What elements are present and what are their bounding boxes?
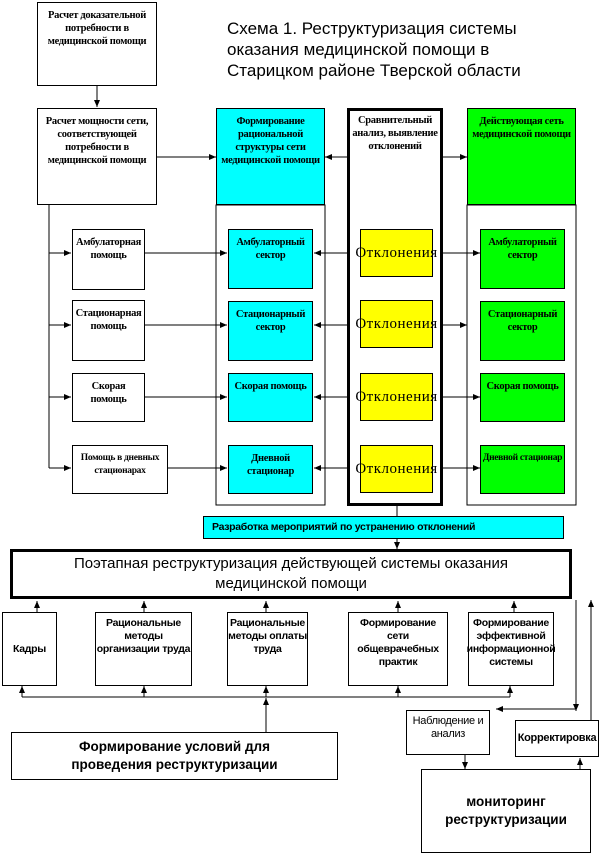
condition-staff: Кадры (2, 612, 57, 686)
care-type-label: Скорая помощь (90, 381, 127, 405)
deviation-box: Отклонения (355, 373, 437, 421)
comparison-label: Сравнительный анализ, выявление отклонен… (352, 115, 438, 152)
network-capacity-label: Расчет мощности сети, соответствующей по… (45, 116, 149, 166)
observation-box: Наблюдение и анализ (406, 710, 490, 755)
existing-sector-label: Дневной стационар (482, 453, 563, 463)
condition-label: Формирование эффективной информационной … (466, 617, 556, 668)
measures-box: Разработка мероприятий по устранению отк… (203, 516, 564, 539)
existing-network-label: Действующая сеть медицинской помощи (472, 116, 571, 140)
care-type-label: Стационарная помощь (75, 308, 142, 332)
diagram-title: Схема 1. Реструктуризация системы оказан… (227, 19, 521, 80)
condition-label: Рациональные методы оплаты труда (228, 617, 307, 655)
deviation-label: Отклонения (355, 460, 438, 477)
deviation-box: Отклонения (355, 229, 437, 277)
condition-gp-network: Формирование сети общеврачебных практик (348, 612, 448, 686)
evidence-need-label: Расчет доказательной потребности в медиц… (47, 10, 147, 47)
care-type-inpatient: Стационарная помощь (72, 300, 145, 361)
existing-sector-day-hospital: Дневной стационар (480, 445, 565, 494)
care-type-day-hospital: Помощь в дневных стационарах (72, 445, 168, 494)
rational-sector-label: Амбулаторный сектор (236, 237, 305, 261)
existing-sector-ambulatory: Амбулаторный сектор (480, 229, 565, 289)
correction-label: Корректировка (517, 732, 597, 744)
network-capacity-box: Расчет мощности сети, соответствующей по… (37, 108, 157, 205)
deviation-label: Отклонения (355, 315, 438, 332)
condition-label: Кадры (13, 642, 46, 655)
observation-label: Наблюдение и анализ (412, 715, 484, 740)
care-type-emergency: Скорая помощь (72, 373, 145, 422)
rational-sector-inpatient: Стационарный сектор (228, 301, 313, 361)
rational-sector-label: Стационарный сектор (235, 309, 306, 333)
rational-sector-emergency: Скорая помощь (228, 373, 313, 422)
rational-structure-header: Формирование рациональной структуры сети… (216, 108, 325, 205)
condition-labor-payment: Рациональные методы оплаты труда (227, 612, 308, 686)
existing-sector-label: Скорая помощь (486, 381, 559, 392)
evidence-need-box: Расчет доказательной потребности в медиц… (37, 2, 157, 86)
rational-sector-day-hospital: Дневной стационар (228, 445, 313, 494)
deviation-label: Отклонения (355, 388, 438, 405)
deviation-label: Отклонения (355, 244, 438, 261)
condition-label: Рациональные методы организации труда (96, 617, 191, 655)
measures-label: Разработка мероприятий по устранению отк… (212, 521, 476, 533)
rational-sector-label: Дневной стационар (247, 453, 294, 477)
conditions-box: Формирование условий для проведения рест… (11, 732, 338, 780)
condition-information-system: Формирование эффективной информационной … (466, 612, 556, 686)
existing-sector-emergency: Скорая помощь (480, 373, 565, 422)
correction-box: Корректировка (515, 720, 599, 757)
rational-sector-label: Скорая помощь (234, 381, 307, 392)
restructuring-label: Поэтапная реструктуризация действующей с… (74, 555, 508, 592)
condition-label: Формирование сети общеврачебных практик (357, 617, 439, 668)
conditions-label: Формирование условий для проведения рест… (71, 739, 278, 772)
deviation-box: Отклонения (355, 445, 437, 493)
rational-sector-ambulatory: Амбулаторный сектор (228, 229, 313, 289)
existing-sector-inpatient: Стационарный сектор (480, 301, 565, 361)
care-type-ambulatory: Амбулаторная помощь (72, 229, 145, 290)
rational-structure-label: Формирование рациональной структуры сети… (221, 116, 320, 166)
existing-network-header: Действующая сеть медицинской помощи (467, 108, 576, 205)
care-type-label: Помощь в дневных стационарах (80, 453, 160, 476)
deviation-box: Отклонения (355, 300, 437, 348)
monitoring-box: мониторинг реструктуризации (421, 769, 591, 853)
care-type-label: Амбулаторная помощь (76, 237, 141, 261)
existing-sector-label: Амбулаторный сектор (488, 237, 557, 261)
existing-sector-label: Стационарный сектор (487, 309, 558, 333)
condition-labor-organization: Рациональные методы организации труда (95, 612, 192, 686)
restructuring-box: Поэтапная реструктуризация действующей с… (10, 549, 572, 599)
monitoring-label: мониторинг реструктуризации (445, 794, 567, 827)
